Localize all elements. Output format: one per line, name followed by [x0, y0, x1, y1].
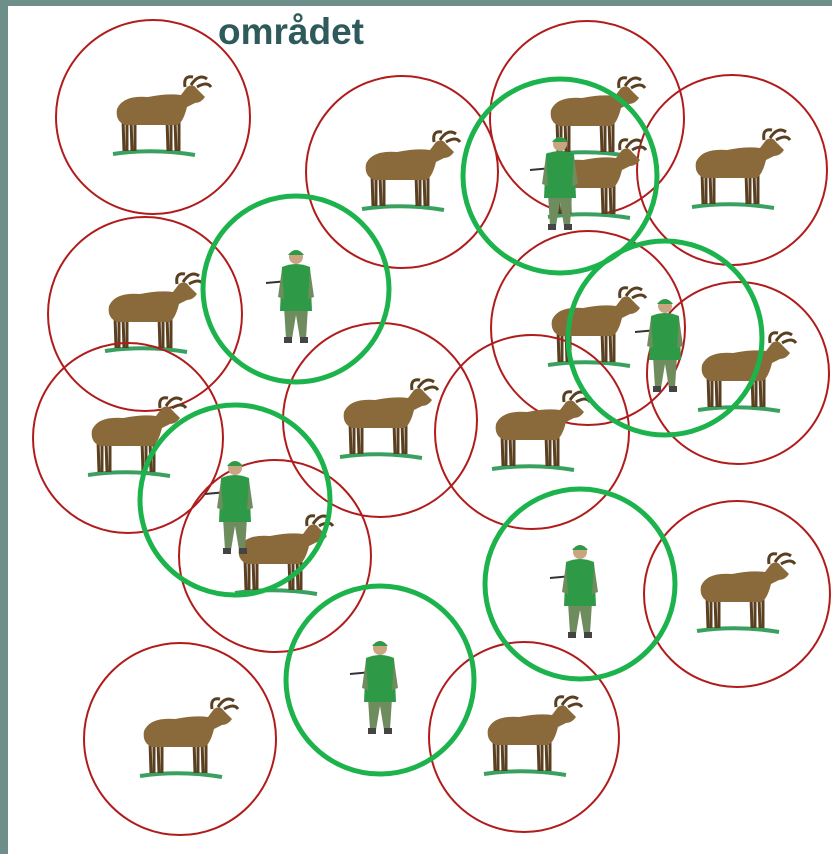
moose-body	[343, 388, 432, 428]
moose-range-circle	[178, 459, 372, 653]
hunter-jacket	[280, 264, 312, 311]
moose-body	[700, 562, 789, 602]
moose-range-circle	[305, 75, 499, 269]
hunter-icon	[265, 250, 314, 343]
hunter-range-circle	[200, 193, 392, 385]
moose-icon	[547, 286, 648, 368]
moose-range-circle	[490, 230, 686, 426]
moose-antler	[210, 697, 240, 711]
hunter-legs	[653, 356, 677, 388]
moose-antler	[762, 128, 792, 142]
moose-body	[365, 140, 454, 180]
grass-mark	[234, 588, 318, 596]
moose-layer	[32, 19, 831, 836]
moose-icon	[483, 695, 584, 777]
moose-body	[91, 406, 180, 446]
moose-range-circle	[428, 641, 620, 833]
moose-antler	[618, 286, 648, 300]
hunter-legs	[223, 518, 247, 550]
moose-antler	[183, 75, 213, 89]
hunter-icon	[529, 137, 578, 230]
grass-mark	[87, 470, 171, 478]
moose-antler	[618, 138, 648, 152]
hunter-icon	[349, 641, 398, 734]
hunter-range-circle	[482, 486, 678, 682]
grass-mark	[112, 149, 196, 157]
moose-body	[551, 296, 640, 336]
hunter-legs	[368, 698, 392, 730]
moose-icon	[339, 378, 440, 460]
moose-body	[143, 707, 232, 747]
moose-range-circle	[643, 500, 831, 688]
hunter-jacket	[649, 313, 681, 360]
hunter-cap	[552, 137, 568, 142]
hunter-layer	[137, 76, 765, 777]
moose-icon	[112, 75, 213, 157]
moose-icon	[696, 552, 797, 634]
grass-mark	[547, 212, 631, 220]
moose-antler	[175, 272, 205, 286]
hunter-icon	[204, 461, 253, 554]
moose-body	[495, 400, 584, 440]
grass-mark	[339, 452, 423, 460]
hunter-cap	[572, 545, 588, 550]
moose-body	[108, 282, 197, 322]
moose-range-circle	[47, 216, 243, 412]
moose-antler	[767, 552, 797, 566]
moose-icon	[697, 331, 798, 413]
moose-body	[701, 341, 790, 381]
grass-mark	[361, 204, 445, 212]
hunter-legs	[284, 307, 308, 339]
moose-antler	[617, 76, 647, 90]
hunter-range-circle	[460, 76, 660, 276]
hunter-range-circle	[565, 238, 765, 438]
hunter-cap	[288, 250, 304, 255]
moose-icon	[491, 390, 592, 472]
hunter-legs	[548, 194, 572, 226]
moose-body	[116, 85, 205, 125]
moose-icon	[104, 272, 205, 354]
moose-range-circle	[434, 334, 630, 530]
hunter-range-circle	[283, 583, 477, 777]
moose-antler	[410, 378, 440, 392]
hunter-icon	[634, 299, 683, 392]
grass-mark	[691, 202, 775, 210]
moose-icon	[361, 130, 462, 212]
hunter-cap	[372, 641, 388, 646]
moose-icon	[691, 128, 792, 210]
grass-mark	[696, 626, 780, 634]
moose-icon	[87, 396, 188, 478]
grass-mark	[491, 464, 575, 472]
hunter-icon	[549, 545, 598, 638]
grass-mark	[547, 360, 631, 368]
moose-range-circle	[55, 19, 251, 215]
moose-range-circle	[83, 642, 277, 836]
moose-range-circle	[32, 342, 224, 534]
hunter-jacket	[564, 559, 596, 606]
grass-mark	[104, 346, 188, 354]
hunter-jacket	[364, 655, 396, 702]
hunter-legs	[568, 602, 592, 634]
moose-body	[695, 138, 784, 178]
hunter-jacket	[544, 151, 576, 198]
grass-mark	[697, 405, 781, 413]
grass-mark	[483, 769, 567, 777]
grass-mark	[139, 771, 223, 779]
hunter-range-circle	[137, 402, 333, 598]
moose-antler	[432, 130, 462, 144]
moose-antler	[158, 396, 188, 410]
moose-antler	[768, 331, 798, 345]
hunter-cap	[657, 299, 673, 304]
moose-body	[487, 705, 576, 745]
moose-body	[238, 524, 327, 564]
hunter-jacket	[219, 475, 251, 522]
hunter-cap	[227, 461, 243, 466]
slide-title: området	[218, 11, 364, 52]
moose-range-circle	[646, 281, 830, 465]
moose-antler	[554, 695, 584, 709]
moose-icon	[139, 697, 240, 779]
